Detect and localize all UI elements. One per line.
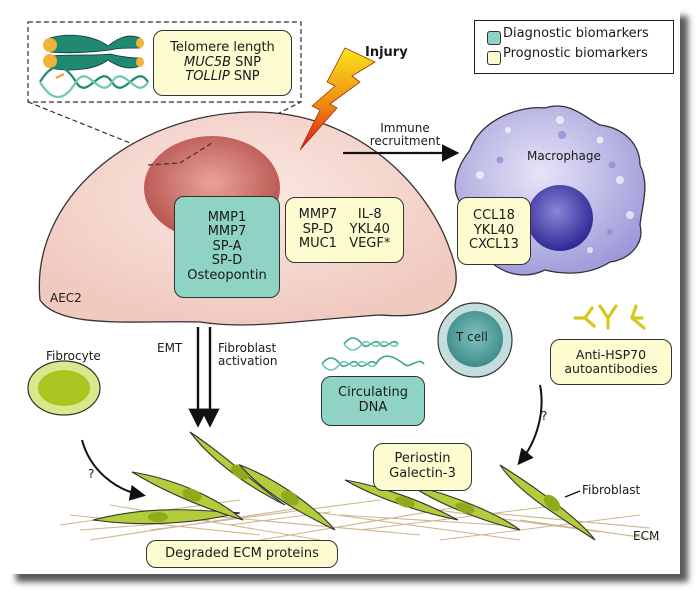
anti-hsp70-text: Anti-HSP70 [575,347,647,362]
marker-sp-d: SP-D [211,253,243,269]
injury-bolt-icon [299,47,376,151]
tcell-to-fibroblast-arrow [517,384,543,466]
fibroblast-nucleus [182,488,202,502]
macrophage-granules-dark [496,131,616,235]
injury-label: Injury [365,45,408,60]
recruitment-text: recruitment [369,134,441,149]
marker-sp-d: SP-D [302,221,334,237]
tollip-gene: TOLLIP [185,69,230,85]
aec2-prognostic-grid: MMP7 IL-8 SP-D YKL40 MUC1 VEGF* [299,208,391,252]
marker-ykl40: YKL40 [473,222,515,238]
marker-vegf: VEGF* [349,236,391,252]
circulating-text: Circulating [338,385,408,401]
muc5b-gene: MUC5B [184,54,232,70]
telomere-length-text: Telomere length [170,40,275,56]
marker-mmp7: MMP7 [207,224,247,240]
degraded-ecm-text: Degraded ECM proteins [165,545,319,561]
fibroblast-nucleus [148,512,168,522]
snp-suffix: SNP [231,54,261,70]
tcell-label: T cell [456,330,488,344]
fibroblast-label: Fibroblast [582,483,641,497]
dna-text: DNA [358,400,388,415]
aec2-prognostic-biomarker-box: MMP7 IL-8 SP-D YKL40 MUC1 VEGF* [285,197,404,263]
antibody-icons [573,304,646,330]
genetics-biomarker-box: Telomere length MUC5B SNP TOLLIP SNP [153,30,292,96]
legend-prognostic-swatch [487,51,501,65]
muc5b-snp-text: MUC5B SNP [184,54,261,71]
degraded-ecm-biomarker-box: Degraded ECM proteins [146,540,338,568]
ecm-label: ECM [633,529,660,543]
fibrocyte-to-fibroblast-arrow [81,439,146,501]
fibroblast-cells [92,431,596,541]
genetics-inset-box [27,21,302,103]
emt-label: EMT [157,341,183,355]
marker-sp-a: SP-A [212,238,242,254]
marker-osteopontin: Osteopontin [187,267,267,283]
marker-il-8: IL-8 [357,207,382,223]
galectin-3-text: Galectin-3 [389,466,456,481]
immune-text: Immune [380,121,430,135]
fibrocyte-nucleus [38,370,90,406]
circulating-dna-icon [321,337,425,371]
periostin-text: Periostin [394,451,451,467]
fibroblast-text: Fibroblast [218,341,277,355]
fibroblast-prognostic-biomarker-box: Periostin Galectin-3 [373,443,472,491]
chromosome-icon [43,34,144,71]
legend-diagnostic-label: Diagnostic biomarkers [503,26,649,41]
fibroblast-activation-label: Fibroblast activation [218,341,278,369]
macrophage-prognostic-biomarker-box: CCL18 YKL40 CXCL13 [457,197,531,265]
snp-suffix: SNP [229,69,260,85]
marker-ykl40: YKL40 [349,221,390,237]
macrophage-label: Macrophage [527,149,601,163]
question-mark-left: ? [88,467,95,481]
immune-recruitment-label: Immune recruitment [360,121,450,149]
legend-diagnostic-swatch [487,31,501,45]
tollip-snp-text: TOLLIP SNP [185,69,260,85]
activation-text: activation [218,354,278,369]
question-mark-right: ? [541,409,548,423]
fibroblast-nucleus [395,496,415,508]
marker-mmp7: MMP7 [298,207,338,223]
fibroblast-nucleus [281,490,299,506]
marker-ccl18: CCL18 [473,208,515,224]
marker-cxcl13: CXCL13 [469,237,519,253]
fibrocyte-label: Fibrocyte [46,349,101,363]
dna-helix-icon [39,65,149,99]
circulating-dna-biomarker-box: Circulating DNA [321,376,425,426]
legend [474,20,674,74]
tcell-nucleus [447,311,503,367]
aec2-diagnostic-biomarker-box: MMP1 MMP7 SP-A SP-D Osteopontin [174,196,280,298]
legend-prognostic-label: Prognostic biomarkers [503,46,648,61]
inset-callout-lines-inner [147,142,213,166]
fibroblast-nucleus [543,494,561,512]
marker-mmp1: MMP1 [207,209,247,225]
macrophage-nucleus [527,185,593,251]
aec2-label: AEC2 [50,291,82,305]
marker-muc1: MUC1 [298,236,337,252]
autoantibodies-biomarker-box: Anti-HSP70 autoantibodies [550,339,672,385]
autoantibodies-text: autoantibodies [564,361,658,376]
fibroblast-label-leader [564,490,581,498]
fibroblast-nucleus [455,502,475,514]
